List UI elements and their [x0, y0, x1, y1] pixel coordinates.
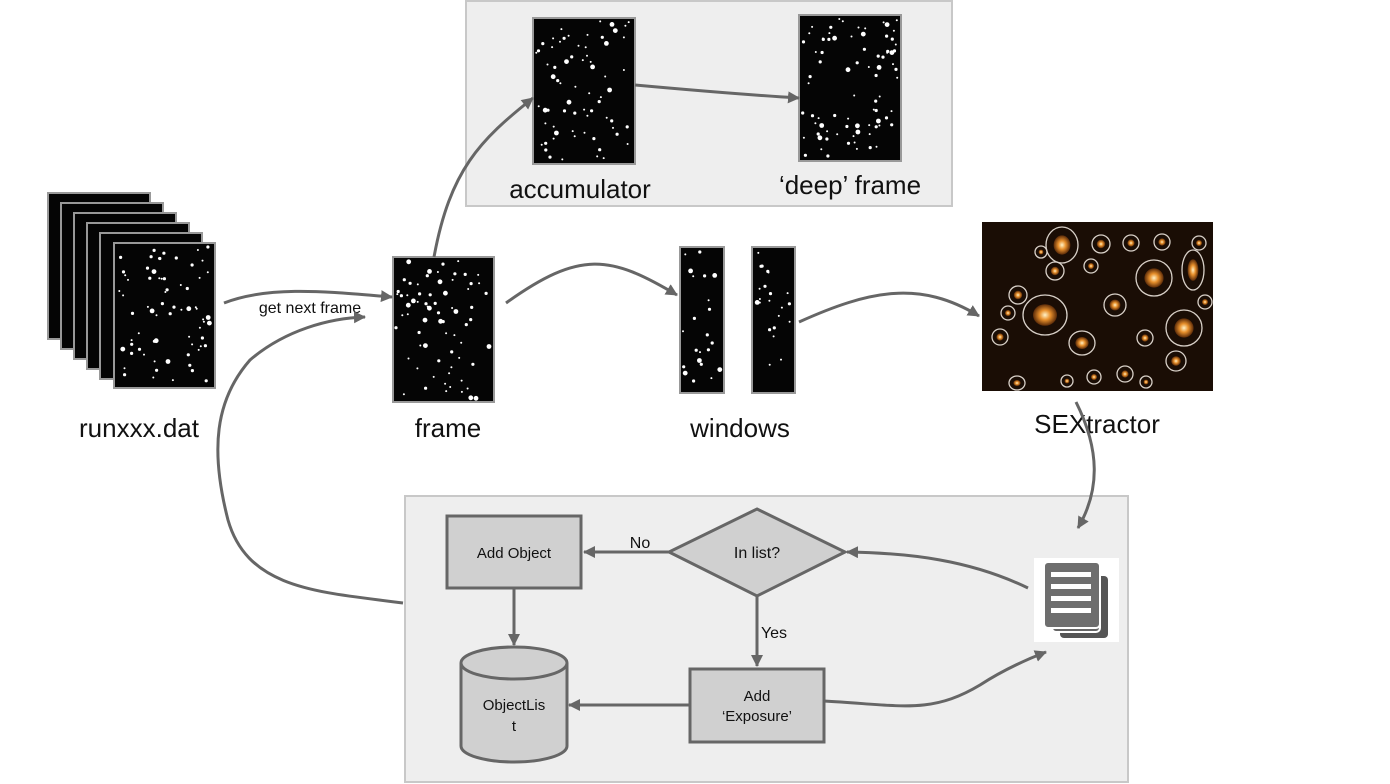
frame-stack-icon	[47, 192, 216, 389]
deep-frame-image	[798, 14, 902, 162]
arrow-windows-to-sextractor	[798, 291, 980, 324]
no-label: No	[630, 535, 651, 552]
sextractor-label: SEXtractor	[1034, 409, 1160, 439]
frame-image	[392, 256, 495, 403]
deep-frame-label: ‘deep’ frame	[779, 170, 921, 200]
arrow-get-next-frame	[223, 289, 393, 305]
in-list-text: In list?	[734, 545, 780, 562]
windows-label: windows	[689, 413, 790, 443]
add-exposure-text-line1: Add	[744, 688, 771, 705]
arrow-exposure-to-catalog	[823, 650, 1047, 708]
object-list-text-line1: ObjectLis	[483, 697, 546, 714]
arrow-accumulator-to-deep	[634, 83, 800, 104]
database-cylinder-icon	[459, 645, 569, 764]
add-exposure-text-line2: ‘Exposure’	[722, 708, 792, 725]
add-exposure-box	[688, 667, 826, 744]
runfile-label: runxxx.dat	[79, 413, 200, 443]
window-image-left	[679, 246, 725, 394]
accumulator-image	[532, 17, 636, 165]
arrow-frame-to-accumulator	[432, 96, 534, 258]
document-stack-icon	[1034, 558, 1119, 642]
arrow-sextractor-to-catalog	[1074, 401, 1096, 529]
sextractor-image	[982, 222, 1213, 391]
get-next-frame-label: get next frame	[259, 300, 361, 317]
arrow-frame-to-windows	[505, 262, 678, 305]
object-list-text-line2: t	[512, 718, 517, 735]
arrow-loop-back	[216, 311, 404, 605]
arrow-catalog-to-decision	[846, 546, 1029, 590]
yes-label: Yes	[761, 625, 787, 642]
frame-label: frame	[415, 413, 481, 443]
add-object-text: Add Object	[477, 545, 552, 562]
window-image-right	[751, 246, 796, 394]
accumulator-label: accumulator	[509, 174, 651, 204]
add-object-box	[445, 514, 583, 590]
